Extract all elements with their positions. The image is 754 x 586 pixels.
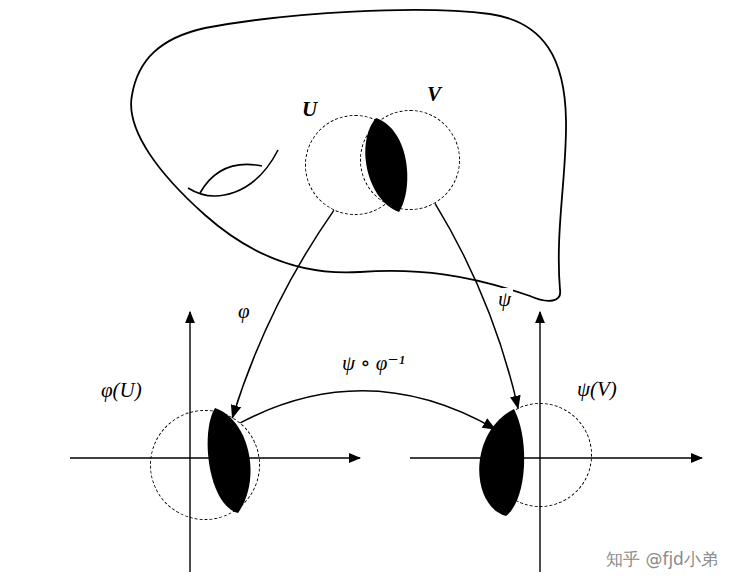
set-label: V bbox=[427, 83, 441, 106]
map-label: ψ ∘ φ⁻¹ bbox=[340, 352, 407, 375]
axis-y-left bbox=[189, 312, 190, 572]
chart-domain-circle: ψ(V) bbox=[488, 403, 592, 507]
hole-lower bbox=[188, 150, 278, 196]
manifold-outline bbox=[131, 10, 566, 301]
axis-x-right bbox=[410, 457, 702, 458]
set-label: φ(U) bbox=[101, 379, 142, 402]
overlap-region bbox=[365, 118, 407, 212]
chart-domain-circle: U bbox=[305, 115, 405, 215]
map-arrow bbox=[233, 210, 334, 417]
map-label: ψ bbox=[496, 288, 513, 311]
set-label: ψ(V) bbox=[577, 378, 617, 401]
axis-y-right bbox=[539, 312, 540, 572]
hole-upper bbox=[200, 164, 262, 193]
map-arrow bbox=[240, 391, 495, 429]
chart-domain-circle: φ(U) bbox=[150, 410, 260, 520]
map-arrow bbox=[435, 203, 518, 408]
watermark: 知乎 @fjd小弟 bbox=[606, 550, 718, 569]
overlap-image-left bbox=[208, 408, 251, 513]
overlap-image-right bbox=[479, 409, 524, 516]
map-label: φ bbox=[236, 300, 252, 323]
set-label: U bbox=[302, 98, 317, 121]
chart-domain-circle: V bbox=[360, 110, 460, 210]
